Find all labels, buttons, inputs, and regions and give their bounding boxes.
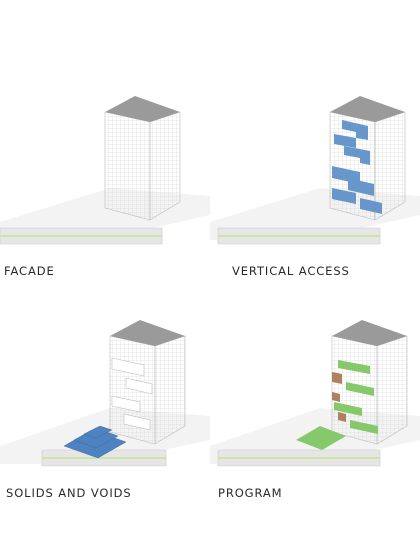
panel-solids-and-voids: SOLIDS AND VOIDS — [0, 280, 210, 560]
solids-voids-axonometric — [0, 320, 210, 467]
vertical-access-circulation — [332, 120, 382, 214]
tower-roof — [105, 96, 180, 122]
tower-roof — [330, 96, 405, 122]
caption-vertical-access: VERTICAL ACCESS — [232, 264, 350, 278]
tower-roof — [332, 320, 407, 346]
void-cutouts — [111, 357, 153, 431]
program-interior-spaces — [332, 372, 346, 422]
tower-side-face — [149, 111, 181, 221]
tower-side-face — [374, 111, 406, 221]
tower-side-face — [154, 335, 186, 445]
program-terraces — [334, 360, 378, 434]
program-ground-landscape — [296, 426, 346, 450]
solid-blocks-cluster — [63, 425, 127, 459]
caption-facade: FACADE — [4, 264, 55, 278]
panel-program: PROGRAM — [210, 280, 420, 560]
vertical-access-axonometric — [210, 96, 420, 245]
tower-front-face — [104, 111, 151, 221]
panel-facade: FACADE — [0, 0, 210, 280]
panel-vertical-access: VERTICAL ACCESS — [210, 0, 420, 280]
tower-roof — [110, 320, 185, 346]
caption-solids-and-voids: SOLIDS AND VOIDS — [6, 486, 132, 500]
tower-side-face — [376, 335, 408, 445]
program-axonometric — [210, 320, 420, 467]
facade-axonometric — [0, 96, 210, 245]
caption-program: PROGRAM — [218, 486, 283, 500]
